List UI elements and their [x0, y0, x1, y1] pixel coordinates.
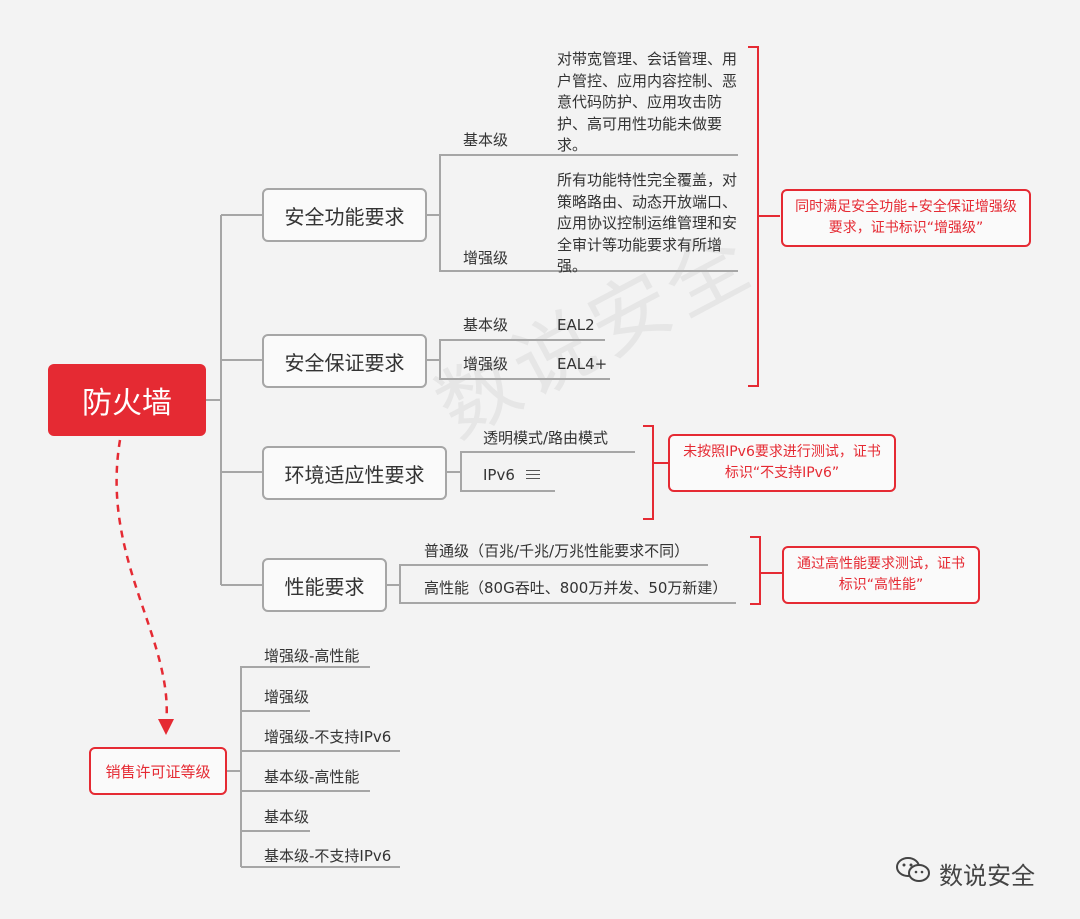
assurance-basic-value: EAL2 — [557, 316, 595, 334]
performance-high: 高性能（80G吞吐、800万并发、50万新建） — [424, 579, 728, 597]
brand-name: 数说安全 — [939, 862, 1035, 890]
assurance-enhanced-label: 增强级 — [463, 355, 509, 373]
grade-item: 基本级 — [264, 808, 310, 826]
assurance-enhanced-value: EAL4+ — [557, 355, 608, 373]
root-node[interactable]: 防火墙 — [48, 364, 206, 436]
grade-item: 增强级-高性能 — [264, 647, 360, 665]
environment-ipv6: IPv6 — [483, 466, 515, 484]
menu-icon — [526, 467, 540, 482]
performance-normal: 普通级（百兆/千兆/万兆性能要求不同） — [424, 542, 690, 560]
wechat-icon — [895, 855, 931, 892]
category-security-function[interactable]: 安全功能要求 — [262, 188, 427, 242]
security-function-basic-label: 基本级 — [463, 131, 509, 149]
grade-item: 增强级-不支持IPv6 — [264, 728, 392, 746]
category-environment[interactable]: 环境适应性要求 — [262, 446, 447, 500]
grade-item: 基本级-不支持IPv6 — [264, 847, 392, 865]
category-performance[interactable]: 性能要求 — [262, 558, 387, 612]
sales-license-node[interactable]: 销售许可证等级 — [89, 747, 227, 795]
assurance-basic-label: 基本级 — [463, 316, 509, 334]
security-function-enhanced-label: 增强级 — [463, 249, 509, 267]
grade-item: 增强级 — [264, 688, 310, 706]
security-function-basic-text: 对带宽管理、会话管理、用户管控、应用内容控制、恶意代码防护、应用攻击防护、高可用… — [557, 50, 738, 154]
security-function-enhanced-text: 所有功能特性完全覆盖，对策略路由、动态开放端口、应用协议控制运维管理和安全审计等… — [557, 171, 738, 275]
grade-item: 基本级-高性能 — [264, 768, 360, 786]
brand: 数说安全 — [895, 855, 1035, 892]
category-security-assurance[interactable]: 安全保证要求 — [262, 334, 427, 388]
callout-ipv6: 未按照IPv6要求进行测试，证书标识“不支持IPv6” — [668, 434, 896, 492]
environment-mode: 透明模式/路由模式 — [483, 429, 609, 447]
callout-performance: 通过高性能要求测试，证书标识“高性能” — [782, 546, 980, 604]
callout-enhanced: 同时满足安全功能+安全保证增强级要求，证书标识“增强级” — [781, 189, 1031, 247]
